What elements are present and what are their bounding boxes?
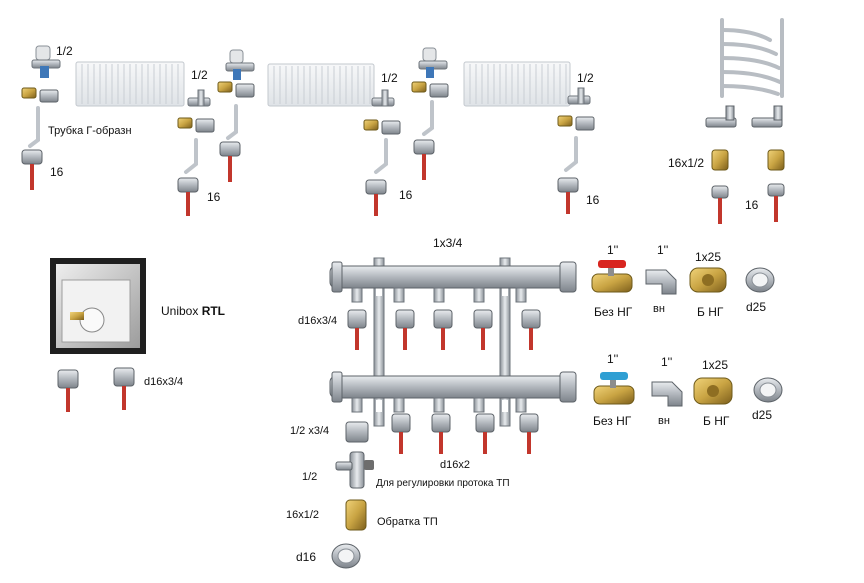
size-label-16-3: 16 [399,188,413,202]
size-label-16-2: 16 [207,190,221,204]
ring2-label: d25 [752,408,773,422]
pex-ring-fitting-2 [177,177,199,216]
angle-valve-1 [187,89,211,107]
towel-size-label: 16x1/2 [668,156,705,170]
towel-16-label: 16 [745,198,759,212]
unibox-label-name: Unibox [161,304,202,318]
reg-valve-size: 1/2 [302,471,318,483]
euroconus-fittings-1 [21,87,59,103]
towel-brass-adapter-left [711,149,729,224]
angle-valve-3 [567,87,591,105]
elbow1-size: 1'' [657,243,669,257]
tee1-size: 1x25 [695,250,722,264]
euroconus-fittings-3 [217,81,255,98]
elbow1-label: вн [653,303,665,315]
unibox-fitting-label: d16x3/4 [144,376,184,388]
size-label-half-3: 1/2 [381,71,398,85]
l-shaped-tubes [28,100,578,174]
towel-brass-adapter-right [767,149,785,222]
elbow2-size: 1'' [661,355,673,369]
towel-dryer [720,18,784,98]
unibox-label-model: RTL [201,304,226,318]
manifold-return-fitting-label: d16x2 [440,459,470,471]
elbow-fitting-1 [645,269,677,295]
manifold-outlet-fittings-supply [347,309,541,350]
ball-valve-blue [593,372,635,405]
size-label-half-4: 1/2 [577,71,594,85]
manifold-supply-bar [329,261,577,303]
tee1-label: Б НГ [697,305,724,319]
manifold-outlet-fittings-return [391,413,539,454]
valve2-size: 1'' [607,352,619,366]
valve1-label: Без НГ [594,305,633,319]
manifold-fitting-label: d16x3/4 [298,315,338,327]
tee-brass-fitting-1 [689,267,727,293]
euroconus-fittings-5 [411,81,449,98]
euroconus-fittings-6 [557,115,595,131]
ring-d25-1 [745,267,775,293]
valve2-label: Без НГ [593,414,632,428]
thermo-valve-3 [418,47,448,78]
tee2-label: Б НГ [703,414,730,428]
return-adapter-size: 16x1/2 [286,509,320,521]
ring-d25-2 [753,377,783,403]
radiator-3 [463,61,571,107]
pex-ring-fitting-5 [413,139,435,180]
ball-valve-red [591,260,633,293]
ring-d16 [331,543,361,569]
euroconus-fittings-2 [177,117,215,133]
manifold-return-bar [329,371,577,413]
ring1-label: d25 [746,300,767,314]
manifold-bracket [373,257,511,427]
thermo-valve-1 [31,45,61,78]
ring-d16-label: d16 [296,550,317,564]
pex-ring-fitting-1 [21,149,43,190]
regulating-valve [335,451,374,489]
radiator-2 [267,63,375,107]
elbow2-label: вн [658,415,670,427]
size-label-16-4: 16 [586,193,600,207]
unibox-fitting-2 [113,367,135,410]
return-adapter-label: Обратка ТП [377,516,438,528]
unibox-label: Unibox RTL [161,304,225,318]
size-label-half-1: 1/2 [56,44,73,58]
radiator-1 [75,61,185,107]
pex-ring-fitting-4 [365,179,387,216]
tube-l-label: Трубка Г-образн [48,125,132,137]
unibox-rtl-photo [50,258,146,354]
euroconus-fittings-4 [363,119,401,135]
adapter-half-x-three-quarter [345,421,369,443]
tee2-size: 1x25 [702,358,729,372]
size-label-16-1: 16 [50,165,64,179]
reg-valve-label: Для регулировки протока ТП [376,478,510,489]
towel-valve-left [705,105,737,128]
adapter-label: 1/2 x3/4 [290,425,330,437]
elbow-fitting-2 [651,381,683,407]
unibox-fitting-1 [57,369,79,412]
thermo-valve-2 [225,49,255,80]
valve1-size: 1'' [607,243,619,257]
pex-ring-fitting-3 [219,141,241,182]
angle-valve-2 [371,89,395,107]
size-label-half-2: 1/2 [191,68,208,82]
tee-brass-fitting-2 [693,377,733,405]
pex-ring-fitting-6 [557,177,579,214]
manifold-size-label: 1x3/4 [433,236,463,250]
return-brass-adapter [345,499,367,531]
towel-valve-right [751,105,783,128]
